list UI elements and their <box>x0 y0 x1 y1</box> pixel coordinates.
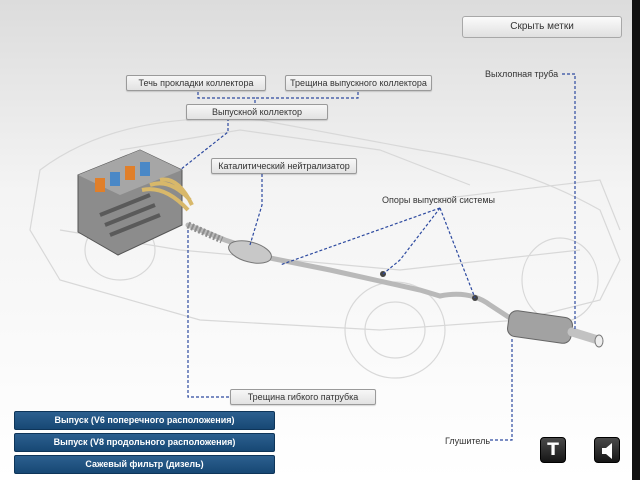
leader-lines <box>179 73 576 441</box>
window-edge <box>632 0 640 480</box>
label-muffler: Глушитель <box>445 436 491 446</box>
label-manifold-gasket-leak: Течь прокладки коллектора <box>126 75 266 91</box>
text-toggle-button[interactable]: T <box>540 437 566 463</box>
sound-button[interactable] <box>594 437 620 463</box>
label-exhaust-manifold: Выпускной коллектор <box>186 104 328 120</box>
speaker-icon <box>602 443 612 459</box>
menu-button-diesel-particulate-filter[interactable]: Сажевый фильтр (дизель) <box>14 455 275 474</box>
exhaust-pipe <box>185 222 513 321</box>
menu-button-v6-transverse[interactable]: Выпуск (V6 поперечного расположения) <box>14 411 275 430</box>
label-manifold-crack: Трещина выпускного коллектора <box>285 75 432 91</box>
label-tailpipe: Выхлопная труба <box>485 69 559 79</box>
engine-block <box>77 149 194 256</box>
label-flex-pipe-crack: Трещина гибкого патрубка <box>230 389 376 405</box>
hide-labels-button[interactable]: Скрыть метки <box>462 16 622 38</box>
label-exhaust-mounts: Опоры выпускной системы <box>382 195 496 205</box>
menu-button-v8-longitudinal[interactable]: Выпуск (V8 продольного расположения) <box>14 433 275 452</box>
muffler-shape <box>507 310 604 348</box>
catalytic-converter-shape <box>228 240 272 264</box>
label-catalytic-converter: Каталитический нейтрализатор <box>211 158 357 174</box>
text-icon: T <box>547 440 559 460</box>
